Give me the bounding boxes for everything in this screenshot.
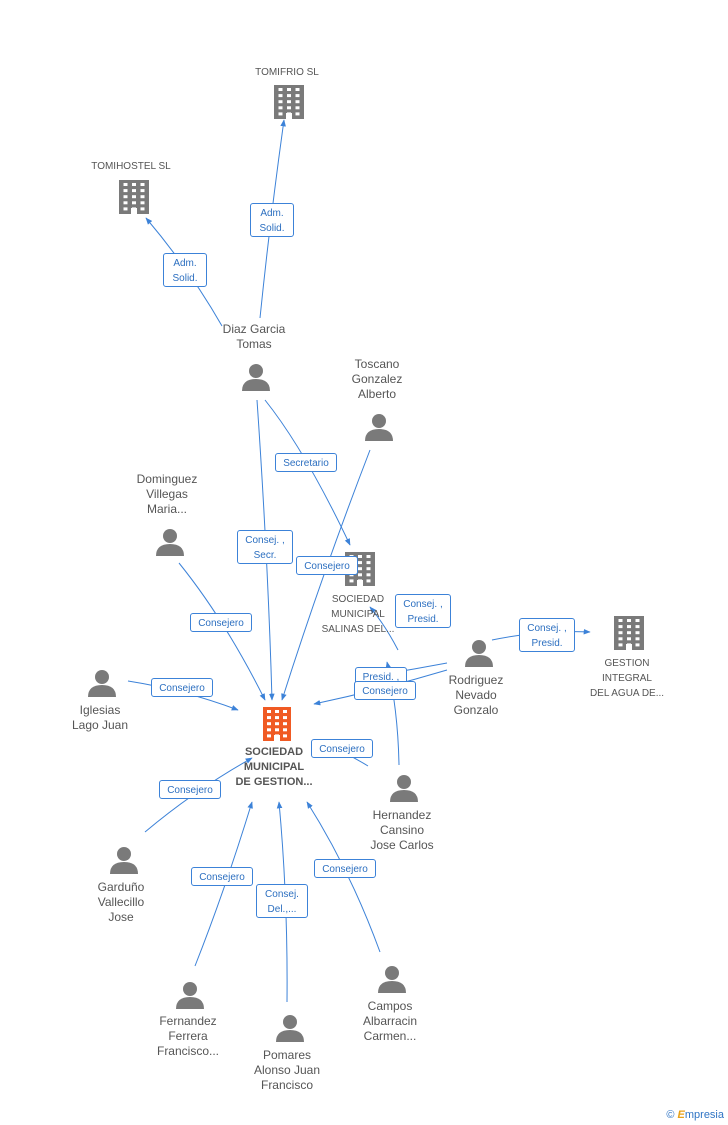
- node-label-garduno[interactable]: Garduño Vallecillo Jose: [97, 880, 145, 924]
- edge-label[interactable]: Consej. , Secr.: [237, 530, 293, 564]
- node-label-iglesias[interactable]: Iglesias Lago Juan: [71, 703, 129, 732]
- edge-label[interactable]: Consej. , Presid.: [395, 594, 451, 628]
- building-icon[interactable]: [274, 85, 304, 119]
- edge-label[interactable]: Consejero: [191, 866, 253, 886]
- edge-label[interactable]: Consejero: [314, 858, 376, 878]
- copyright-icon: ©: [666, 1109, 675, 1121]
- node-label-fernandez[interactable]: Fernandez Ferrera Francisco...: [156, 1014, 219, 1058]
- edge-line-3: [264, 399, 351, 546]
- edge-label[interactable]: Adm. Solid.: [250, 203, 294, 237]
- edge-line-7: [369, 606, 399, 651]
- node-label-rodriguez[interactable]: Rodriguez Nevado Gonzalo: [448, 673, 504, 717]
- edge-label[interactable]: Consejero: [159, 779, 221, 799]
- edge-label[interactable]: Consejero: [151, 677, 213, 697]
- person-icon[interactable]: [156, 529, 184, 556]
- person-icon[interactable]: [88, 670, 116, 697]
- brand-footer: © Empresia: [666, 1109, 724, 1121]
- edge-label[interactable]: Consej. Del.,...: [256, 884, 308, 918]
- brand-name: mpresia: [684, 1109, 724, 1121]
- building-icon[interactable]: [614, 616, 644, 650]
- node-label-gestion-agua[interactable]: GESTION INTEGRAL DEL AGUA DE...: [589, 658, 665, 699]
- brand-logo-icon: E: [677, 1109, 685, 1121]
- person-icon[interactable]: [365, 414, 393, 441]
- node-label-center[interactable]: SOCIEDAD MUNICIPAL DE GESTION...: [235, 746, 313, 788]
- edge-label[interactable]: Secretario: [275, 452, 337, 472]
- node-label-salinas[interactable]: SOCIEDAD MUNICIPAL SALINAS DEL...: [321, 594, 395, 635]
- node-label-diaz[interactable]: Diaz Garcia Tomas: [222, 322, 286, 351]
- node-label-hernandez[interactable]: Hernandez Cansino Jose Carlos: [370, 808, 434, 852]
- edge-label[interactable]: Consejero: [296, 555, 358, 575]
- building-icon[interactable]: [119, 180, 149, 214]
- person-icon[interactable]: [176, 982, 204, 1009]
- person-icon[interactable]: [110, 847, 138, 874]
- edge-line-5: [281, 449, 371, 701]
- edge-label[interactable]: Consejero: [354, 680, 416, 700]
- person-icon[interactable]: [378, 966, 406, 993]
- edge-label[interactable]: Adm. Solid.: [163, 253, 207, 287]
- person-icon[interactable]: [465, 640, 493, 667]
- node-label-pomares[interactable]: Pomares Alonso Juan Francisco: [253, 1048, 321, 1092]
- node-label-tomihostel[interactable]: TOMIHOSTEL SL: [91, 161, 171, 172]
- node-label-tomifrio[interactable]: TOMIFRIO SL: [255, 67, 319, 78]
- edge-label[interactable]: Consej. , Presid.: [519, 618, 575, 652]
- person-icon[interactable]: [390, 775, 418, 802]
- building-icon-center[interactable]: [263, 707, 291, 741]
- edge-label[interactable]: Consejero: [311, 738, 373, 758]
- node-label-toscano[interactable]: Toscano Gonzalez Alberto: [351, 357, 403, 401]
- edge-line-14: [194, 801, 253, 967]
- edge-label[interactable]: Consejero: [190, 612, 252, 632]
- person-icon[interactable]: [242, 364, 270, 391]
- node-label-campos[interactable]: Campos Albarracin Carmen...: [362, 999, 418, 1043]
- person-icon[interactable]: [276, 1015, 304, 1042]
- node-label-dominguez[interactable]: Dominguez Villegas Maria...: [136, 472, 198, 516]
